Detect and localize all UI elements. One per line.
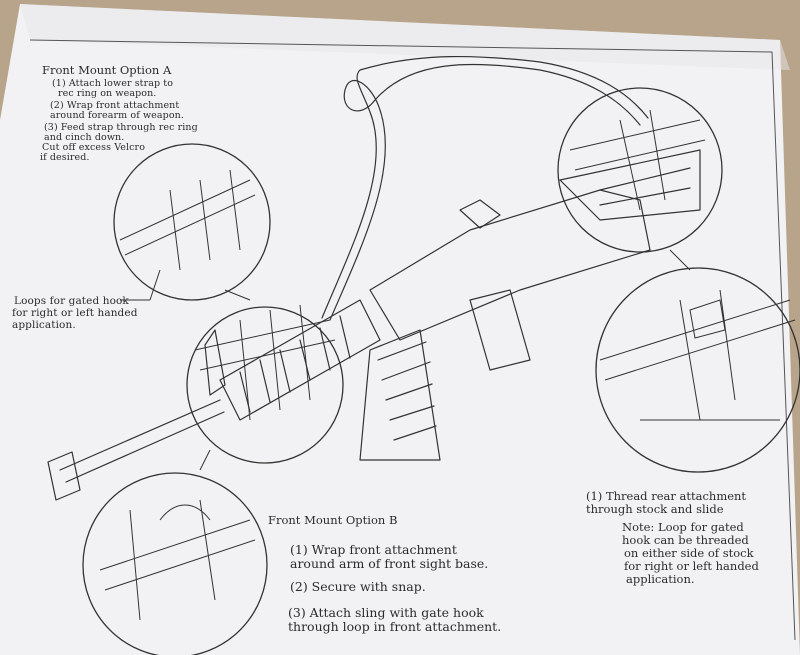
option-a-step2-line2: around forearm of weapon. (50, 110, 185, 121)
magazine (359, 329, 441, 461)
rifle-handguard (219, 299, 381, 421)
option-b-step1-line1: (1) Wrap front attachment (290, 542, 457, 557)
detail-circle-rear-side (595, 267, 800, 473)
option-a-step2-line1: (2) Wrap front attachment (50, 100, 180, 111)
sling-strap (329, 63, 641, 321)
option-a-step1-line1: (1) Attach lower strap to (52, 78, 174, 89)
detail-circle-option-a (113, 143, 271, 301)
option-b-step3-line2: through loop in front attachment. (288, 619, 502, 634)
pistol-grip (469, 289, 531, 371)
option-a-step3-line4: if desired. (40, 152, 90, 163)
option-a-step3-line1: (3) Feed strap through rec ring (44, 122, 198, 133)
rear-step1-line2: through stock and slide (586, 502, 724, 516)
option-b-step3-line1: (3) Attach sling with gate hook (288, 605, 484, 620)
option-a-title: Front Mount Option A (42, 63, 172, 77)
rear-step1-line1: (1) Thread rear attachment (586, 489, 747, 503)
option-a-step3-line2: and cinch down. (44, 132, 125, 143)
rear-note-line5: application. (626, 572, 695, 586)
option-b-title: Front Mount Option B (268, 513, 398, 527)
rear-note-line3: on either side of stock (624, 546, 754, 560)
option-b-step1-line2: around arm of front sight base. (290, 556, 489, 571)
loops-note-line2: for right or left handed (12, 307, 138, 319)
option-a-step1-line2: rec ring on weapon. (58, 88, 157, 99)
detail-circle-option-b (82, 472, 268, 655)
rear-note-line1: Note: Loop for gated (622, 520, 744, 534)
loops-note-line1: Loops for gated hook (14, 295, 129, 307)
front-sight (204, 329, 226, 396)
loops-note-line3: application. (12, 319, 76, 331)
option-a-step3-line3: Cut off excess Velcro (42, 142, 146, 153)
paper-sheet (0, 4, 800, 655)
buttstock (559, 149, 701, 221)
detail-circle-rear-top (557, 87, 723, 253)
rear-note-line2: hook can be threaded (622, 533, 749, 547)
page-border (29, 39, 796, 641)
detail-circle-loops (186, 306, 344, 464)
option-b-step2: (2) Secure with snap. (290, 579, 426, 594)
rear-note-line4: for right or left handed (624, 559, 759, 573)
